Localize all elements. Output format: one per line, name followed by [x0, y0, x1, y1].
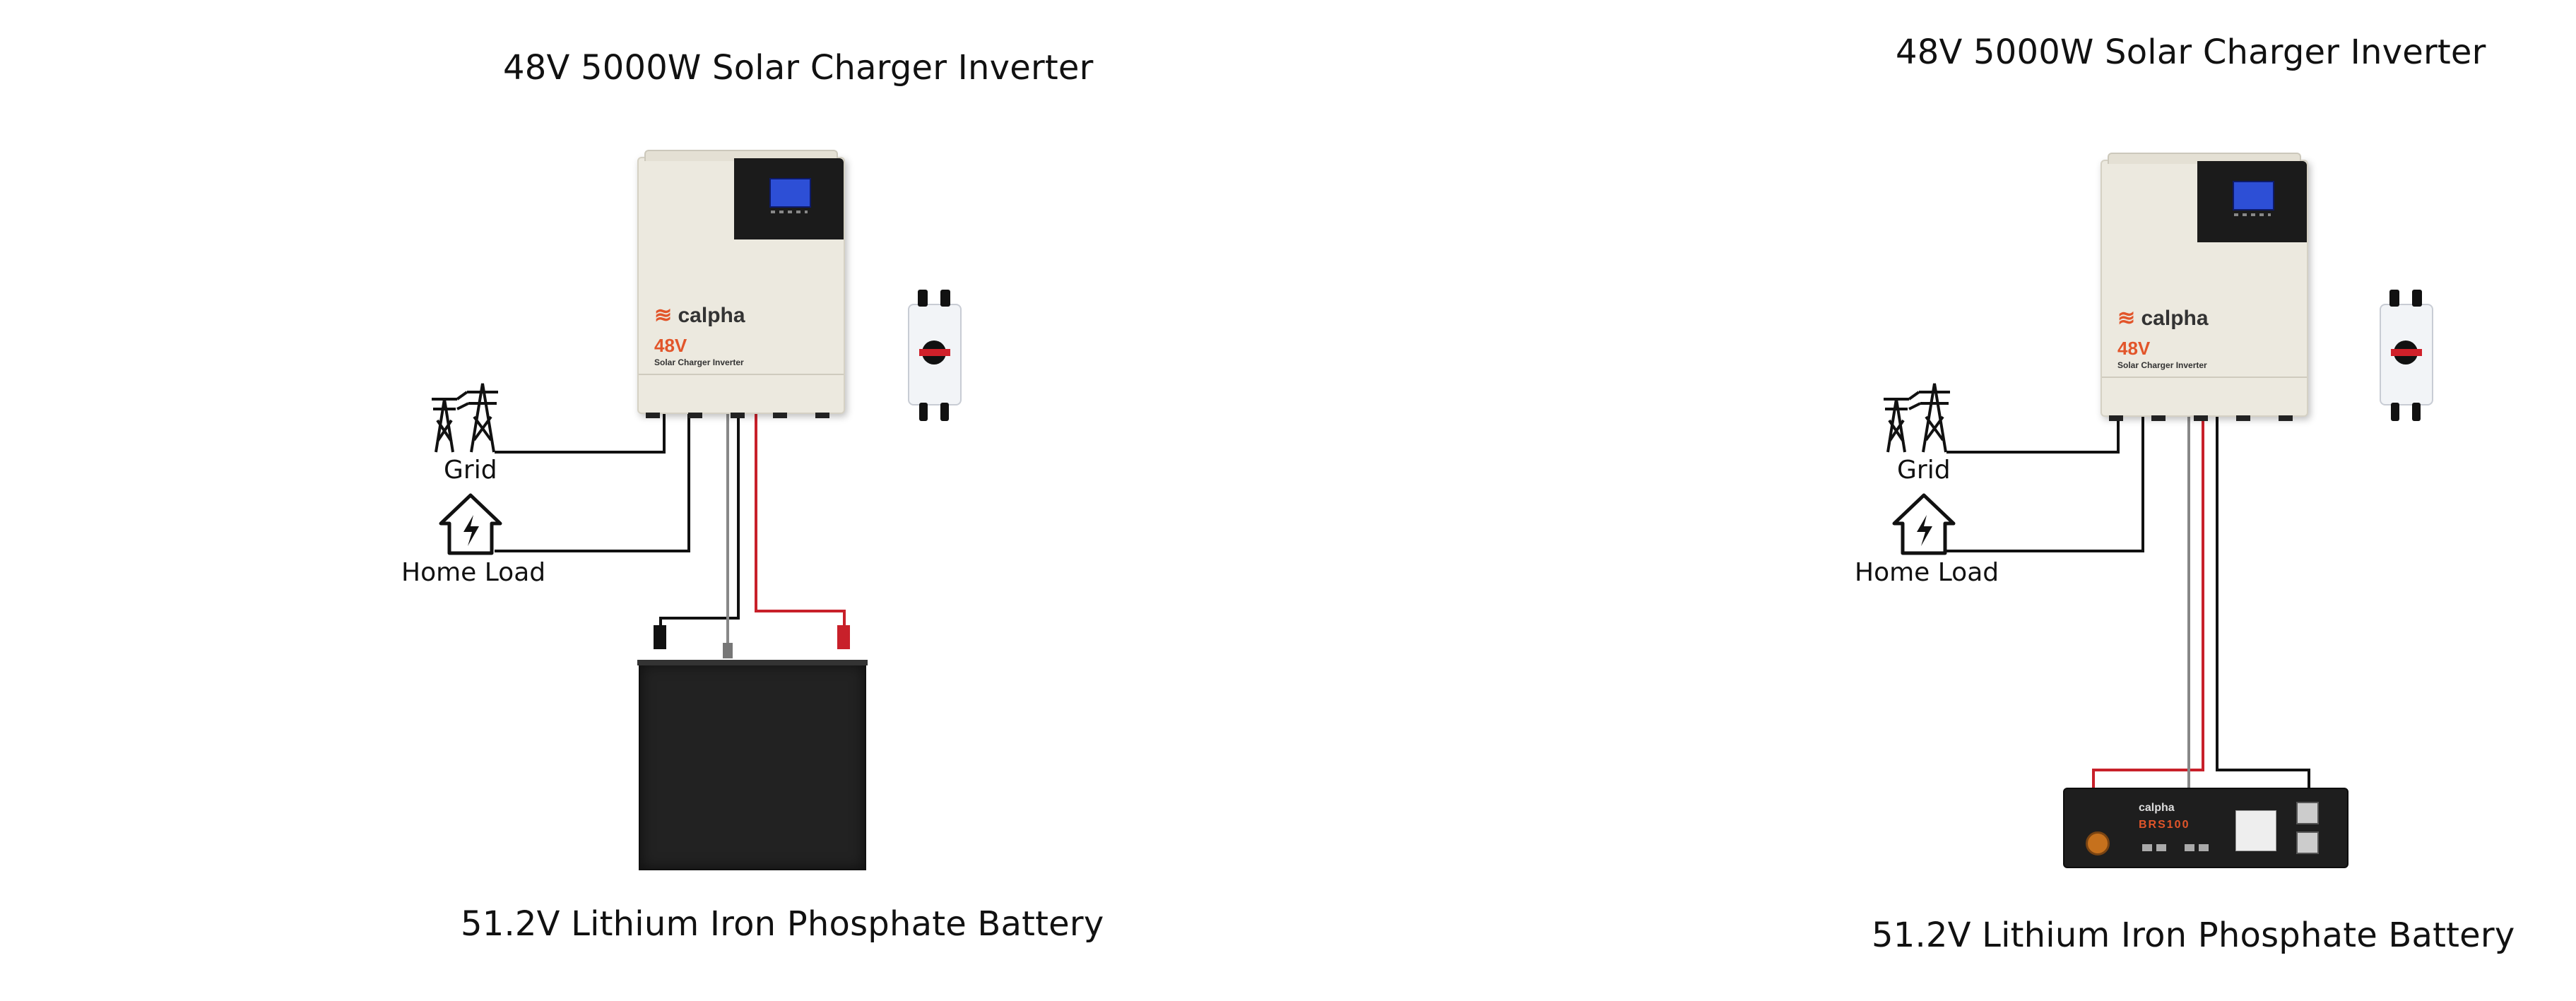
inverter-title: 48V 5000W Solar Charger Inverter — [503, 48, 1094, 88]
inverter-model: 48V — [654, 335, 687, 356]
negative-terminal — [2296, 802, 2319, 824]
battery-pos-wire — [2092, 413, 2204, 805]
home-load-label: Home Load — [1855, 558, 1999, 587]
home-lightning-icon — [1892, 493, 1956, 555]
battery-brand: calpha — [2139, 802, 2175, 814]
battery-label: 51.2V Lithium Iron Phosphate Battery — [1872, 916, 2515, 955]
wiring — [495, 413, 850, 658]
lcd-screen — [769, 178, 811, 208]
diagram-right: 48V 5000W Solar Charger Inverter Grid Ho… — [1288, 0, 2576, 1001]
inverter-brand: ≋ calpha — [2117, 307, 2209, 330]
inverter-display-panel — [2197, 161, 2307, 242]
battery-pos-wire — [755, 413, 846, 636]
positive-terminal — [2086, 831, 2110, 855]
inverter-brand: ≋ calpha — [654, 304, 745, 327]
home-load-label: Home Load — [401, 558, 546, 587]
inverter-subtitle: Solar Charger Inverter — [2117, 360, 2207, 370]
battery-label: 51.2V Lithium Iron Phosphate Battery — [461, 904, 1104, 944]
inverter-model: 48V — [2117, 338, 2151, 359]
grid-label: Grid — [1897, 456, 1951, 485]
dc-breaker-icon — [908, 290, 962, 421]
inverter: ≋ calpha 48V Solar Charger Inverter — [637, 150, 845, 418]
inverter: ≋ calpha 48V Solar Charger Inverter — [2101, 153, 2308, 421]
diagram-left: 48V 5000W Solar Charger Inverter Grid Ho… — [401, 48, 1104, 944]
lcd-screen — [2233, 181, 2274, 211]
battery-model: BRS100 — [2139, 819, 2190, 831]
battery-neg-wire — [2216, 413, 2310, 805]
spec-label — [2235, 810, 2276, 851]
transmission-tower-icon — [432, 383, 498, 453]
home-wire — [1946, 413, 2144, 552]
battery-unit: calpha BRS100 — [2063, 788, 2348, 868]
grid-label: Grid — [444, 456, 497, 485]
grid-wire — [1946, 413, 2120, 454]
home-lightning-icon — [439, 493, 502, 555]
grid-wire — [495, 413, 666, 454]
inverter-display-panel — [734, 158, 844, 239]
inverter-title: 48V 5000W Solar Charger Inverter — [1896, 32, 2486, 72]
inverter-subtitle: Solar Charger Inverter — [654, 357, 744, 367]
battery-unit — [637, 660, 868, 870]
transmission-tower-icon — [1884, 383, 1950, 453]
home-wire — [495, 413, 690, 552]
dc-breaker-icon — [2380, 290, 2433, 421]
